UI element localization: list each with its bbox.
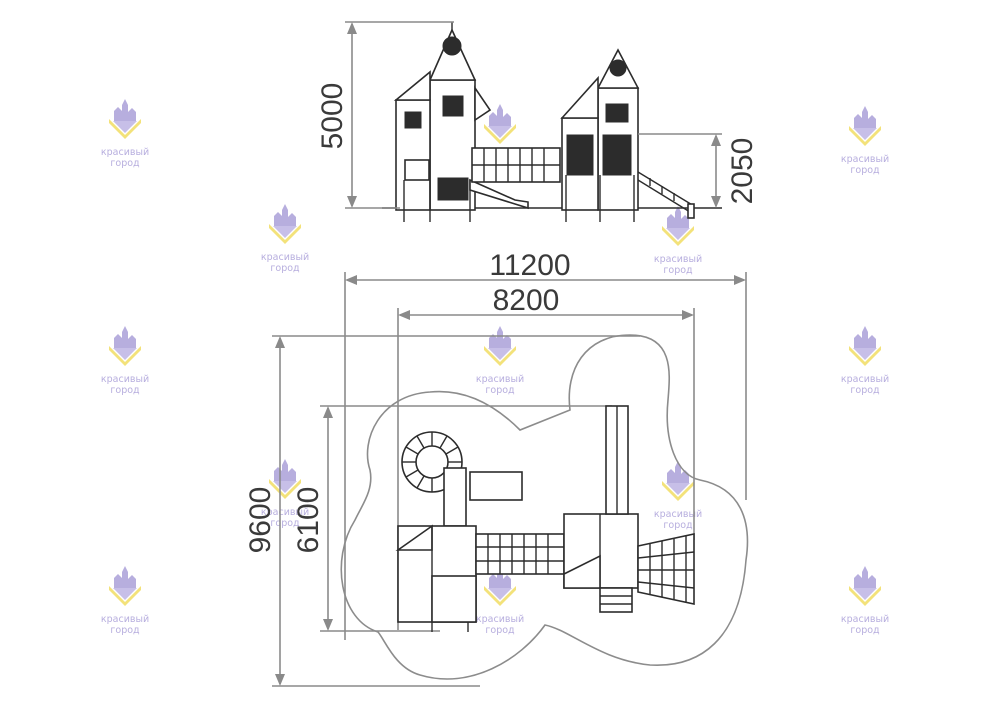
right-tower [560, 48, 640, 222]
watermark-logo: красивый город [101, 566, 149, 636]
dimension-platform-height: 2050 [638, 133, 759, 208]
dimension-depth-overall: 9600 [244, 335, 640, 687]
svg-text:красивый: красивый [101, 374, 149, 385]
watermark-logo: красивый город [101, 326, 149, 396]
dimension-width-overall: 11200 [344, 249, 747, 640]
net-bridge-plan [475, 533, 565, 575]
svg-text:красивый: красивый [261, 252, 309, 263]
straight-slide-plan [469, 471, 523, 501]
front-elevation: 5000 2050 [316, 21, 759, 222]
svg-text:город: город [850, 385, 880, 396]
watermark-logo: красивый город [261, 204, 309, 274]
watermark-brand-line1: красивый [101, 147, 149, 158]
label-platform-height: 2050 [726, 138, 759, 205]
dimension-height-total: 5000 [316, 21, 454, 209]
dimension-depth-equipment: 6100 [292, 405, 612, 632]
ladder-front [637, 171, 695, 219]
svg-text:красивый: красивый [841, 614, 889, 625]
watermark-logo: красивый город [261, 459, 309, 529]
right-platform-plan [563, 405, 639, 589]
spiral-slide-plan [401, 431, 467, 527]
label-depth-equipment: 6100 [292, 487, 325, 554]
svg-text:город: город [485, 625, 515, 636]
watermark-logo: красивый город [476, 566, 524, 636]
net-bridge-front [471, 147, 561, 183]
watermark-logo: красивый город [654, 206, 702, 276]
svg-text:город: город [270, 263, 300, 274]
label-height-total: 5000 [316, 83, 349, 150]
watermark-brand-line2: город [110, 158, 140, 169]
slide-front [469, 178, 529, 210]
svg-text:красивый: красивый [101, 614, 149, 625]
svg-text:город: город [270, 518, 300, 529]
svg-text:город: город [485, 385, 515, 396]
watermark-logo: красивый город [841, 106, 889, 176]
climbing-net-plan [637, 533, 695, 605]
watermark-logo: красивый город [101, 99, 149, 169]
watermark-logo: красивый город [654, 461, 702, 531]
svg-text:город: город [110, 625, 140, 636]
svg-text:красивый: красивый [654, 509, 702, 520]
svg-text:город: город [110, 385, 140, 396]
svg-text:красивый: красивый [841, 374, 889, 385]
safety-zone-outline [340, 334, 749, 680]
svg-text:город: город [663, 265, 693, 276]
svg-text:город: город [850, 625, 880, 636]
svg-text:город: город [663, 520, 693, 531]
watermark-logo: красивый город [841, 566, 889, 636]
label-depth-overall: 9600 [244, 487, 277, 554]
svg-text:красивый: красивый [476, 374, 524, 385]
svg-text:красивый: красивый [476, 614, 524, 625]
left-platform-plan [395, 524, 477, 632]
plan-view [395, 405, 695, 632]
left-tower [393, 22, 492, 222]
label-width-overall: 11200 [489, 249, 570, 282]
svg-text:город: город [850, 165, 880, 176]
svg-text:красивый: красивый [261, 507, 309, 518]
svg-text:красивый: красивый [654, 254, 702, 265]
watermark-logo: красивый город [476, 326, 524, 396]
label-width-equipment: 8200 [493, 284, 560, 317]
watermark-logo: красивый город [841, 326, 889, 396]
svg-text:красивый: красивый [841, 154, 889, 165]
ladder-plan [599, 587, 633, 613]
